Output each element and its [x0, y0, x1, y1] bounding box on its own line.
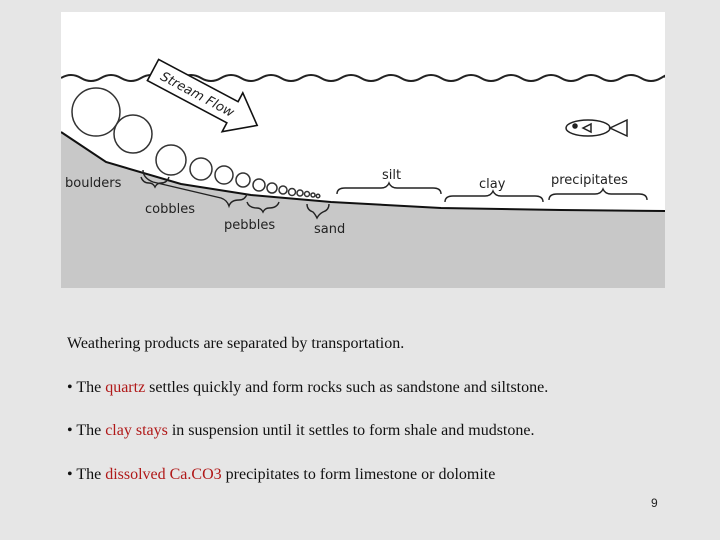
sediment-transport-diagram: Stream Flow boulders cobbles pebbles san… — [61, 12, 665, 288]
bullet-prefix: • The — [67, 378, 106, 396]
cobble-circle — [189, 157, 213, 181]
highlight-clay: clay stays — [105, 422, 168, 439]
bullet-rest: precipitates to form limestone or dolomi… — [221, 465, 496, 483]
bullet-rest: in suspension until it settles to form s… — [167, 422, 535, 439]
precipitates-label: precipitates — [551, 173, 628, 188]
stream-bed — [61, 132, 665, 288]
cobble-circle — [214, 165, 234, 185]
silt-bracket — [336, 181, 442, 195]
bullet-prefix: • The — [67, 422, 106, 439]
pebble-circle — [266, 182, 278, 194]
boulders-label: boulders — [65, 176, 122, 191]
pebbles-label: pebbles — [224, 218, 275, 233]
pebble-circle — [278, 185, 288, 195]
sand-circle — [303, 190, 311, 198]
clay-label: clay — [479, 177, 506, 192]
cobble-circle — [235, 172, 251, 188]
precipitates-bracket — [548, 187, 648, 201]
bullet-rest: settles quickly and form rocks such as s… — [145, 378, 549, 396]
pebbles-bracket — [246, 201, 280, 214]
sand-bracket — [306, 203, 330, 220]
cobbles-bracket — [142, 169, 248, 209]
boulder-circle — [71, 87, 121, 137]
pebble-circle — [252, 178, 266, 192]
bullet-dissolved: • The dissolved Ca.CO3 precipitates to f… — [67, 465, 548, 485]
bullet-quartz: • The quartz settles quickly and form ro… — [67, 378, 548, 398]
bullet-prefix: • The — [67, 465, 106, 483]
fish-icon — [565, 118, 628, 138]
cobbles-label: cobbles — [145, 202, 195, 217]
bullet-clay: • The clay stays in suspension until it … — [67, 421, 548, 441]
boulder-circle — [113, 114, 153, 154]
page-number: 9 — [651, 496, 658, 510]
clay-bracket — [444, 189, 544, 203]
pebble-circle — [287, 187, 297, 197]
sand-circle — [296, 189, 304, 197]
highlight-dissolved: dissolved Ca.CO3 — [105, 465, 222, 483]
intro-line: Weathering products are separated by tra… — [67, 335, 405, 352]
slide-text: Weathering products are separated by tra… — [67, 334, 548, 485]
silt-label: silt — [382, 168, 401, 183]
highlight-quartz: quartz — [105, 378, 146, 396]
cobble-circle — [155, 144, 187, 176]
boulders-bracket — [140, 176, 170, 189]
bed-outline — [61, 131, 665, 212]
sand-circle — [310, 192, 316, 198]
sand-circle — [315, 193, 321, 199]
sediment-particles — [71, 87, 321, 199]
sand-label: sand — [314, 222, 345, 237]
arrow-icon — [146, 58, 259, 133]
